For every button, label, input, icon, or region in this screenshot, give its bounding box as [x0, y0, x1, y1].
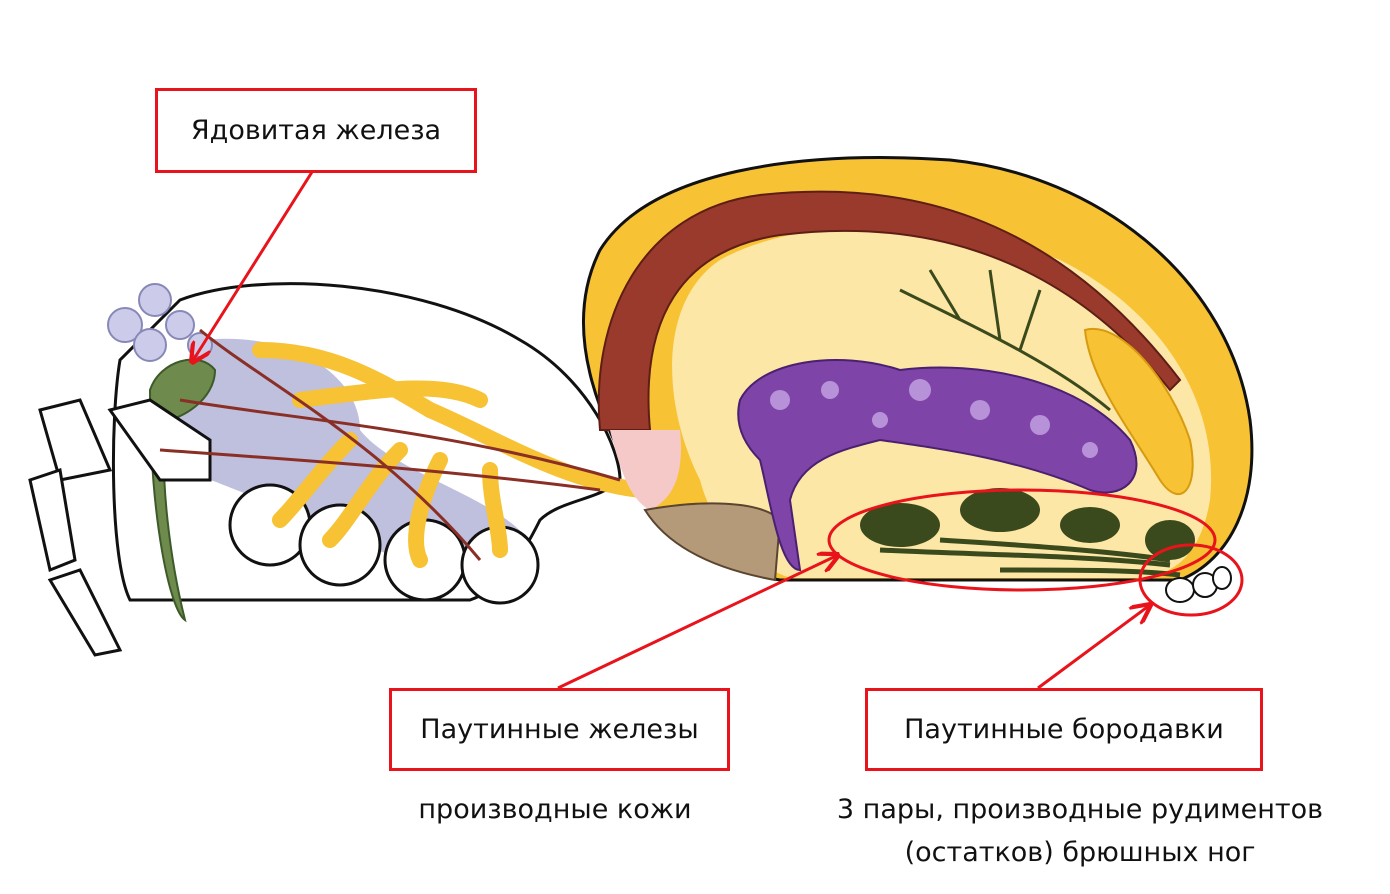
spinnerets-note-line2: (остатков) брюшных ног: [904, 837, 1256, 868]
spinnerets-highlight: [1138, 543, 1244, 617]
book-lung: [643, 502, 782, 582]
tracheae: [899, 269, 1111, 412]
silk-glands-label-text: Паутинные железы: [420, 714, 699, 745]
silk-glands-arrow: [557, 555, 838, 690]
midgut-diverticula: [252, 342, 648, 568]
venom-gland-label-text: Ядовитая железа: [190, 115, 442, 146]
pedicel: [610, 430, 681, 510]
gut: [737, 359, 1138, 572]
silk-glands-highlight: [827, 488, 1217, 592]
silk-glands: [860, 488, 1195, 560]
venom-gland-arrow: [192, 171, 314, 362]
gut-lobes: [770, 379, 1098, 458]
ovary: [1083, 327, 1194, 495]
spinnerets-label-text: Паутинные бородавки: [904, 714, 1224, 745]
spinnerets: [1165, 566, 1232, 603]
spinnerets-arrow: [1037, 605, 1150, 690]
silk-glands-note: производные кожи: [418, 794, 692, 825]
blood-vessels: [159, 328, 621, 561]
silk-glands-label: Паутинные железы: [389, 688, 730, 771]
spinnerets-note-line1: 3 пары, производные рудиментов: [836, 794, 1324, 825]
venom-gland-label: Ядовитая железа: [155, 88, 477, 173]
heart-tube: [597, 190, 1182, 431]
spinnerets-label: Паутинные бородавки: [865, 688, 1263, 771]
